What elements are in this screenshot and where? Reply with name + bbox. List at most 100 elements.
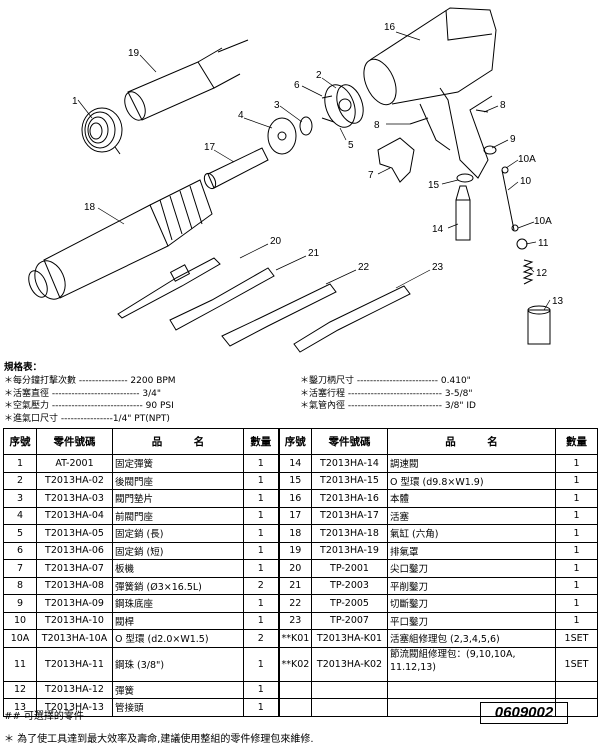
part-trigger-7 [377,137,415,183]
cell-part-number: T2013HA-05 [36,524,113,543]
cell-qty: 1 [243,524,279,543]
cell-no: 8 [3,576,37,595]
cell-no: 2 [3,471,37,490]
cell-part-number-2: TP-2007 [311,611,388,630]
cell-name-2: O 型環 (d9.8×W1.9) [387,471,556,490]
part-body-16 [363,7,497,179]
cell-name: 鋼珠底座 [112,594,244,613]
cell-name-2: 排氣罩 [387,541,556,560]
cell-no: 3 [3,489,37,508]
cell-no-2: 22 [277,594,312,613]
callout-13: 13 [552,296,564,307]
cell-name-2: 本體 [387,489,556,508]
cell-no-2: 18 [277,524,312,543]
cell-part-number: T2013HA-09 [36,594,113,613]
cell-qty: 1 [243,541,279,560]
cell-no: 11 [3,646,37,682]
cell-part-number-2: TP-2001 [311,559,388,578]
callout-labels: 1 2 3 4 5 6 7 8 8 9 10A 10 10A 11 12 13 … [72,22,564,307]
part-spring-pin-8b [475,109,489,113]
cell-name-2: 調速閥 [387,454,556,473]
cell-qty-2: 1 [555,506,598,525]
cell-part-number: AT-2001 [36,454,113,473]
cell-part-number: T2013HA-07 [36,559,113,578]
part-fitting-13 [527,305,551,345]
cell-no-2: 15 [277,471,312,490]
cell-qty-2: 1 [555,594,598,613]
spec-line: ＊活塞行程 ----------------------------- 3-5/… [300,388,473,399]
col-header-no: 序號 [3,428,37,455]
spec-line: ＊空氣壓力 ---------------------------- 90 PS… [4,401,174,411]
spec-title: 規格表： [4,362,43,373]
callout-23: 23 [432,262,444,273]
callout-9: 9 [510,134,516,145]
spec-line: ＊進氣口尺寸 ----------------1/4" PT(NPT) [4,413,170,424]
col-header-name-2: 品 名 [387,428,556,455]
cell-qty: 1 [243,559,279,578]
cell-no-2: 14 [277,454,312,473]
callout-11: 11 [538,238,549,249]
part-pin-long-5 [321,117,335,123]
cell-qty: 1 [243,698,279,717]
cell-name: 前閥門座 [112,506,244,525]
cell-part-number-2: TP-2003 [311,576,388,595]
cell-name: 後閥門座 [112,471,244,490]
cell-name: O 型環 (d2.0×W1.5) [112,629,244,648]
part-spring-pin-8a [409,117,429,125]
cell-no-2: 20 [277,559,312,578]
cell-part-number: T2013HA-10 [36,611,113,630]
callout-16: 16 [384,22,396,33]
cell-no-2: 21 [277,576,312,595]
callout-14: 14 [432,224,444,235]
part-spring-12 [522,259,534,285]
cell-name-2 [387,680,556,699]
col-header-qty-2: 數量 [555,428,598,455]
cell-part-number-2: TP-2005 [311,594,388,613]
cell-no-2 [277,680,312,699]
col-header-name: 品 名 [112,428,244,455]
callout-20: 20 [270,236,282,247]
cell-name: 閥桿 [112,611,244,630]
cell-qty-2: 1 [555,524,598,543]
cell-part-number-2: T2013HA-K01 [311,629,388,648]
callout-10a-2: 10A [534,216,552,227]
col-header-part-number: 零件號碼 [36,428,113,455]
part-spring-1 [81,107,123,155]
cell-part-number: T2013HA-10A [36,629,113,648]
cell-no-2: **K01 [277,629,312,648]
part-ball-seat-9 [483,145,497,155]
cell-no: 9 [3,594,37,613]
parts-table: 序號 零件號碼 品 名 數量 序號 零件號碼 品 名 數量 1 AT-2001 固定… [3,428,598,717]
optional-parts-note: ## 可選擇的零件 [4,711,84,722]
callout-6: 6 [294,80,300,91]
cell-part-number: T2013HA-12 [36,680,113,699]
part-chisel-20 [117,257,221,319]
cell-part-number: T2013HA-03 [36,489,113,508]
table-header-row: 序號 零件號碼 品 名 數量 序號 零件號碼 品 名 數量 [3,428,598,455]
part-oring-15 [456,173,474,183]
spec-line: ＊每分鐘打擊次數 --------------- 2200 BPM [4,376,176,386]
cell-part-number-2 [311,680,388,699]
cell-qty-2: 1 [555,576,598,595]
cell-qty: 1 [243,454,279,473]
cell-name-2: 節流閥組修理包：(9,10,10A, 11.12,13) [387,646,556,682]
cell-part-number-2: T2013HA-16 [311,489,388,508]
spec-line: ＊氣管內徑 ----------------------------- 3/8"… [300,401,476,411]
callout-19: 19 [128,48,140,59]
cell-name-2: 活塞 [387,506,556,525]
cell-qty: 1 [243,506,279,525]
part-chisel-22 [221,283,337,347]
cell-name: 管接頭 [112,698,244,717]
cell-part-number-2: T2013HA-19 [311,541,388,560]
cell-name: 固定銷 (短) [112,541,244,560]
callout-21: 21 [308,248,320,259]
